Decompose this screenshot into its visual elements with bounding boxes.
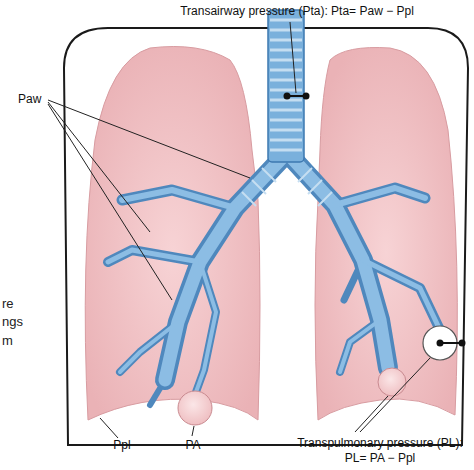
pressure-label: PA (185, 438, 200, 452)
bronchial-tree (108, 158, 440, 405)
pressure-probe (284, 93, 466, 347)
alveolus (178, 391, 212, 425)
trachea-rings (270, 20, 302, 150)
pressure-label: Transairway pressure (Pta): Pta= Paw − P… (180, 4, 414, 18)
bronchial-lumen (108, 158, 440, 392)
leader-line (48, 22, 430, 438)
pressure-label: Paw (18, 92, 41, 106)
slide-fragment: ngs (2, 314, 23, 329)
pressure-label: Transpulmonary pressure (PL): (297, 436, 463, 450)
slide-fragment: m (2, 333, 13, 348)
slide-fragment: re (2, 296, 14, 311)
pressure-label: Ppl (113, 438, 130, 452)
chest-wall (64, 28, 468, 445)
pressure-label: PL= PA − Ppl (345, 451, 416, 465)
alveolus (378, 368, 406, 396)
trachea (268, 10, 304, 162)
bronchus-rings (242, 168, 332, 206)
